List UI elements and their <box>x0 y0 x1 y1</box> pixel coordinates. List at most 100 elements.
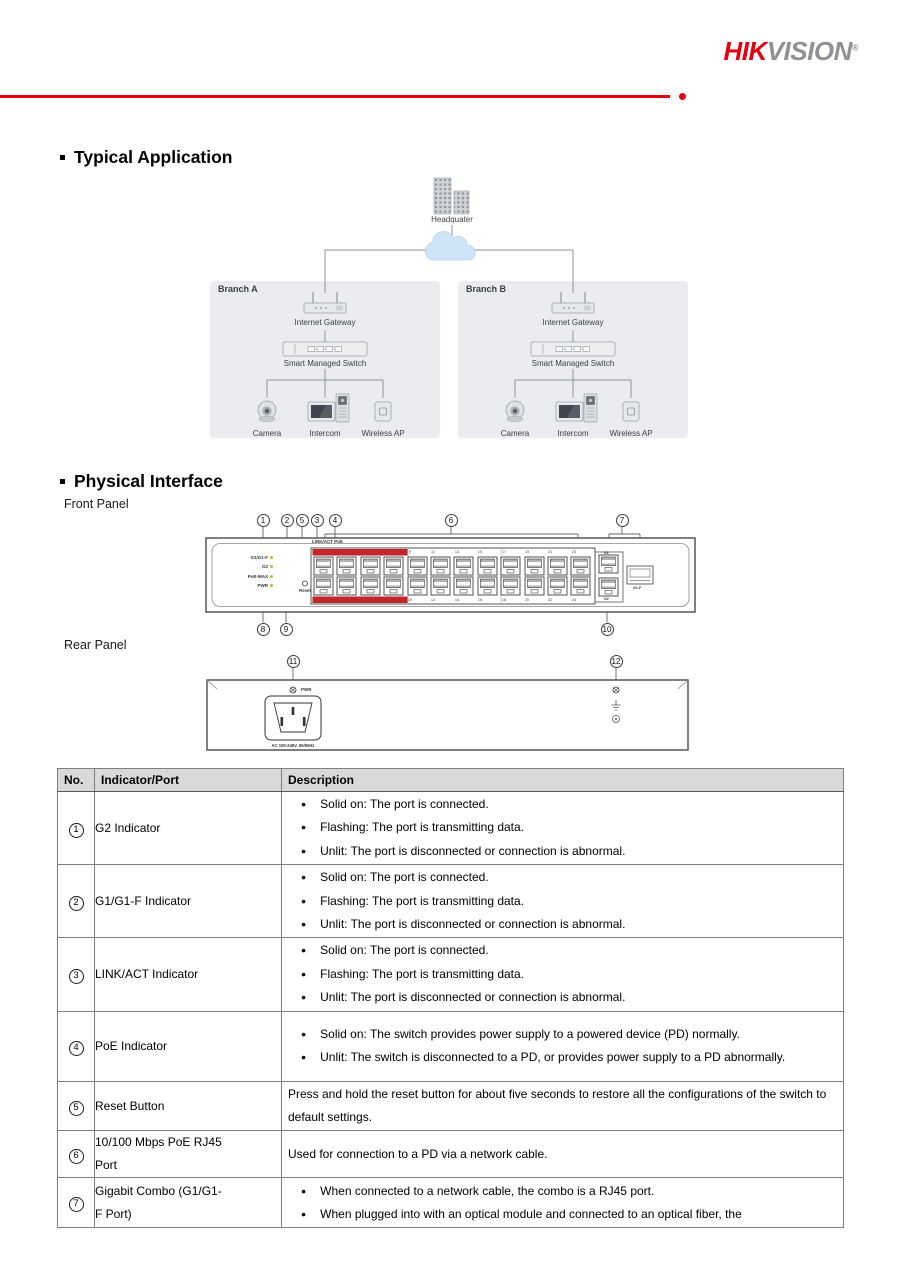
description-cell: ●Solid on: The port is connected. ●Flash… <box>281 937 844 1012</box>
chassis-bezel <box>211 543 690 607</box>
front-panel-drawing <box>205 526 696 623</box>
poe-red-strip-bottom <box>312 596 408 603</box>
pwr-label: PWR <box>301 687 312 692</box>
gateway-label-b: Internet Gateway <box>542 318 604 327</box>
ac-rating-label: AC 100-240V, 50/60Hz <box>271 742 315 748</box>
bullet-icon: ● <box>301 845 307 856</box>
section-physical-interface: Physical Interface <box>60 471 223 492</box>
bullet-icon: ● <box>301 1208 307 1219</box>
grounding-symbol-icon <box>611 700 621 711</box>
camera-label-a: Camera <box>252 429 282 438</box>
description-cell: ●Solid on: The switch provides power sup… <box>281 1010 844 1082</box>
row-number: 3 <box>57 937 95 1012</box>
row-number: 4 <box>57 1010 95 1082</box>
linkact-poe-label: LINK/ACT PoE <box>312 538 343 544</box>
wireless-ap-icon-a <box>374 401 392 422</box>
row-number: 1 <box>57 790 95 866</box>
switch-label-a: Smart Managed Switch <box>283 359 367 368</box>
port-number: 9 <box>408 549 412 554</box>
description-cell: ●Solid on: The port is connected. ●Flash… <box>281 790 844 866</box>
indicator-name: PoE Indicator <box>94 1010 282 1082</box>
indicator-name: G1/G1-F Indicator <box>94 864 282 939</box>
led-label: G1/G1-F <box>250 554 268 560</box>
led-indicator-icon <box>270 584 273 587</box>
front-panel-label: Front Panel <box>64 497 129 511</box>
camera-icon-b <box>505 400 525 423</box>
led-row-poemax: PoE-MAX <box>215 573 273 579</box>
section-title: Physical Interface <box>74 471 223 491</box>
reset-label: Reset <box>299 588 311 593</box>
bullet-icon: ● <box>301 1052 307 1063</box>
bullet-icon: ● <box>301 822 307 833</box>
callout-4: 4 <box>328 513 342 527</box>
chassis-outline <box>205 537 696 613</box>
table-row: 4 PoE Indicator ●Solid on: The switch pr… <box>57 1010 844 1082</box>
circled-number: 1 <box>68 822 84 838</box>
logo-vision: VISION <box>766 36 853 66</box>
sfp-slot <box>626 565 654 585</box>
led-indicator-icon <box>270 555 273 559</box>
indicator-port-table: No. Indicator/Port Description 1 G2 Indi… <box>57 768 844 1229</box>
led-row-g1f: G1/G1-F <box>215 554 273 560</box>
col-header-description: Description <box>281 768 844 792</box>
callout-10: 10 <box>600 622 614 636</box>
branch-a-label: Branch A <box>218 284 258 294</box>
port-number: 24 <box>571 597 577 602</box>
table-row: 7 Gigabit Combo (G1/G1-F Port) ●When con… <box>57 1177 844 1229</box>
uplink-port-g2 <box>598 577 619 597</box>
row-number: 7 <box>57 1177 95 1229</box>
description-cell: Used for connection to a PD via a networ… <box>281 1130 844 1179</box>
section-typical-application: Typical Application <box>60 147 233 168</box>
headquarter-buildings-icon <box>433 177 470 215</box>
table-row: 1 G2 Indicator ●Solid on: The port is co… <box>57 790 844 866</box>
port-number: 22 <box>547 597 553 602</box>
wireless-ap-icon-b <box>622 401 640 422</box>
circled-number: 6 <box>68 1148 84 1164</box>
indicator-name: LINK/ACT Indicator <box>94 937 282 1012</box>
table-row: 5 Reset Button Press and hold the reset … <box>57 1080 844 1132</box>
hikvision-logo: HIKVISION® <box>723 36 858 67</box>
port-number: 21 <box>547 549 553 554</box>
port-number: 11 <box>431 549 435 554</box>
table-row: 2 G1/G1-F Indicator ●Solid on: The port … <box>57 864 844 939</box>
callout-7: 7 <box>615 513 629 527</box>
led-row-pwr: PWR <box>215 583 273 589</box>
indicator-name: G2 Indicator <box>94 790 282 866</box>
table-header-row: No. Indicator/Port Description <box>57 768 844 792</box>
branch-b-label: Branch B <box>466 284 507 294</box>
header-divider-dot <box>679 93 686 100</box>
row-number: 2 <box>57 864 95 939</box>
branch-b-box <box>458 281 688 438</box>
col-header-no: No. <box>57 768 95 792</box>
callout-6: 6 <box>444 513 458 527</box>
rear-panel-drawing <box>206 667 689 751</box>
branch-a-box <box>210 281 440 438</box>
callout-3: 3 <box>310 513 324 527</box>
led-label: PoE-MAX <box>247 573 268 579</box>
port-number: 18 <box>501 597 507 602</box>
callout-1: 1 <box>256 513 270 527</box>
description-cell: ●Solid on: The port is connected. ●Flash… <box>281 864 844 939</box>
port-number: 12 <box>430 597 436 602</box>
switch-label-b: Smart Managed Switch <box>531 359 615 368</box>
port-number: 19 <box>524 549 530 554</box>
callout-2: 2 <box>280 513 294 527</box>
rear-panel-label: Rear Panel <box>64 638 127 652</box>
headquarter-label: Headquater <box>431 215 473 224</box>
section-title: Typical Application <box>74 147 233 167</box>
port-number: 17 <box>501 549 507 554</box>
led-label: G2 <box>261 564 268 569</box>
indicator-name: 10/100 Mbps PoE RJ45 Port <box>94 1130 282 1179</box>
port-number: 10 <box>407 597 413 602</box>
internet-cloud-icon <box>424 231 476 261</box>
circled-number: 4 <box>68 1040 84 1056</box>
rear-panel-diagram: 11 12 PWR AC 100-240V, 50/60Hz <box>205 650 697 758</box>
bullet-icon: ● <box>301 992 307 1003</box>
bullet-icon: ● <box>301 872 307 883</box>
callout-12: 12 <box>609 654 623 668</box>
table-row: 6 10/100 Mbps PoE RJ45 Port Used for con… <box>57 1130 844 1179</box>
port-number: 16 <box>477 597 483 602</box>
bullet-icon: ● <box>301 799 307 809</box>
port-number: 20 <box>524 597 530 602</box>
